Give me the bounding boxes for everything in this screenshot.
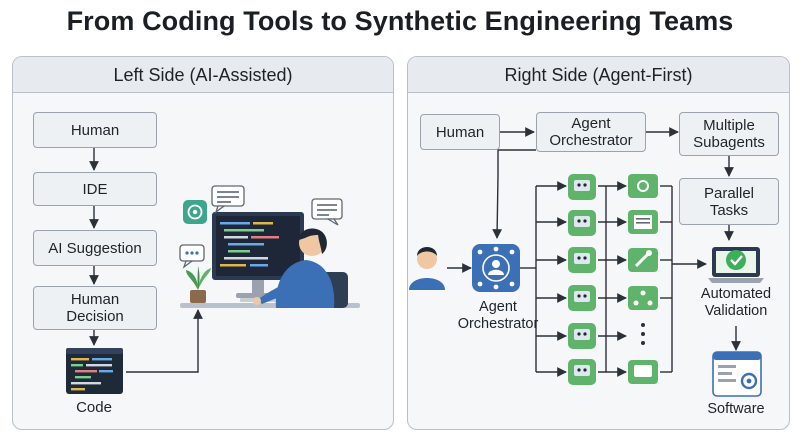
human-decision-box: Human Decision [33, 286, 157, 330]
gear-task-icon [628, 174, 658, 198]
robot-icon [568, 247, 596, 273]
multiple-subagents-box: Multiple Subagents [679, 112, 779, 156]
code-icon [66, 348, 123, 394]
ai-assistant-icon [183, 200, 207, 224]
right-human-box: Human [420, 114, 500, 150]
parallel-tasks-box: Parallel Tasks [679, 178, 779, 225]
task-icons [628, 174, 658, 384]
orchestrator-label: Agent Orchestrator [457, 299, 539, 332]
human-avatar-icon [409, 247, 445, 290]
agent-robot-icons [568, 174, 596, 385]
network-task-icon [628, 286, 658, 310]
ellipsis-icon [641, 323, 645, 345]
validation-laptop-icon [708, 247, 764, 283]
automated-validation-label: Automated Validation [700, 286, 772, 319]
left-panel-heading: Left Side (AI-Assisted) [13, 57, 393, 93]
agent-orchestrator-box: Agent Orchestrator [536, 112, 646, 152]
ide-box: IDE [33, 172, 157, 206]
left-human-box: Human [33, 112, 157, 148]
orchestrator-icon [472, 244, 520, 292]
robot-icon [568, 210, 596, 236]
page-title: From Coding Tools to Synthetic Engineeri… [66, 6, 734, 36]
chat-task-icon [628, 360, 658, 384]
right-flow-arrows [447, 127, 741, 377]
robot-icon [568, 285, 596, 311]
robot-icon [568, 174, 596, 200]
document-task-icon [628, 210, 658, 234]
software-label: Software [707, 401, 765, 417]
robot-icon [568, 323, 596, 349]
robot-icon [568, 359, 596, 385]
ai-suggestion-box: AI Suggestion [33, 230, 157, 266]
software-window-icon [712, 351, 762, 397]
chat-bubble-icon [211, 185, 245, 214]
chat-bubble-icon [311, 198, 343, 226]
right-panel-heading: Right Side (Agent-First) [408, 57, 789, 93]
chat-bubble-icon [179, 244, 205, 269]
left-flow-arrows [89, 148, 203, 373]
wrench-task-icon [628, 248, 658, 272]
developer-illustration [179, 185, 360, 308]
code-label: Code [76, 399, 112, 416]
